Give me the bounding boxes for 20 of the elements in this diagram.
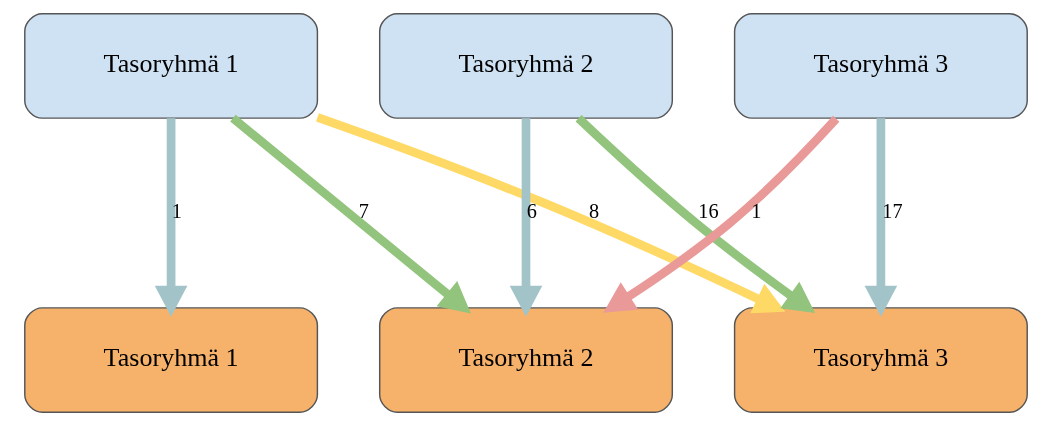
edge-label: 7	[358, 200, 369, 223]
node-box: Tasoryhmä 1	[23, 13, 318, 119]
node-box: Tasoryhmä 3	[733, 13, 1028, 119]
node-box: Tasoryhmä 2	[378, 13, 673, 119]
arrow	[315, 113, 785, 314]
edge-label: 1	[750, 200, 761, 223]
node-box: Tasoryhmä 1	[23, 307, 318, 413]
arrow	[575, 115, 815, 314]
edge-label: 16	[697, 200, 719, 223]
edge-label: 1	[171, 200, 182, 223]
node-box: Tasoryhmä 3	[733, 307, 1028, 413]
arrow	[864, 118, 897, 317]
edge-label: 6	[526, 200, 537, 223]
node-box: Tasoryhmä 2	[378, 307, 673, 413]
arrow	[154, 118, 187, 317]
edge-label: 8	[588, 200, 599, 223]
arrow	[229, 114, 471, 314]
arrow	[509, 118, 542, 317]
arrow	[602, 115, 839, 313]
edge-label: 17	[881, 200, 903, 223]
